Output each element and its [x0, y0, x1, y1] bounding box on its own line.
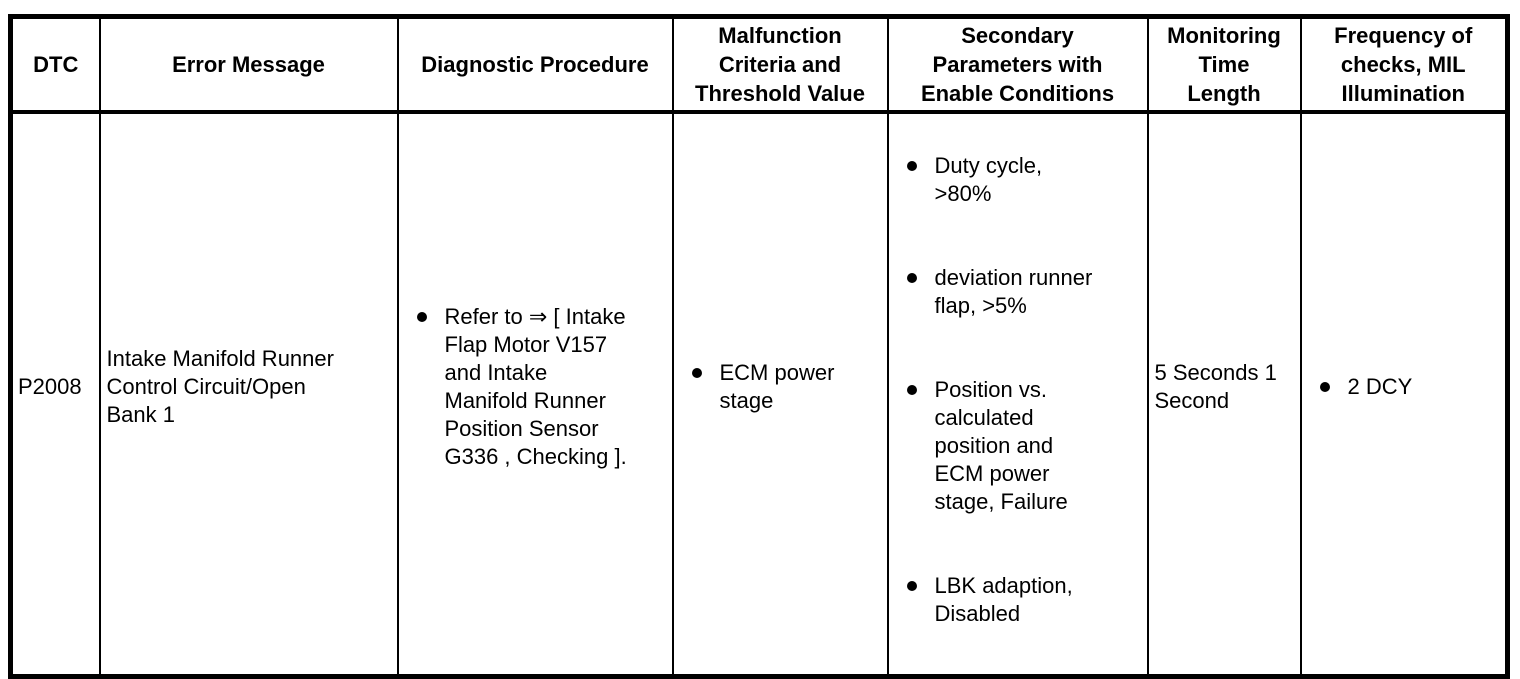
- secondary-parameter-text: Position vs. calculated position and ECM…: [934, 377, 1068, 514]
- cell-monitoring-time: 5 Seconds 1 Second: [1146, 111, 1302, 678]
- bullet-item: Refer to ⇒ [ Intake Flap Motor V157 and …: [405, 303, 666, 471]
- secondary-parameter-text: Duty cycle, >80%: [934, 153, 1043, 206]
- cell-frequency: 2 DCY: [1299, 111, 1509, 678]
- bullet-item: deviation runner flap, >5%: [895, 264, 1141, 320]
- bullet-icon: [906, 581, 917, 591]
- bullet-icon: [906, 273, 917, 283]
- bullet-icon: [691, 368, 702, 378]
- frequency-text: 2 DCY: [1347, 374, 1413, 399]
- secondary-parameter-text: LBK adaption, Disabled: [934, 573, 1073, 626]
- table-row: P2008 Intake Manifold Runner Control Cir…: [9, 111, 1509, 678]
- col-header-error-message: Error Message: [98, 15, 399, 114]
- bullet-item: 2 DCY: [1308, 373, 1500, 401]
- cell-malfunction-criteria: ECM power stage: [671, 111, 889, 678]
- cell-dtc: P2008: [9, 111, 101, 678]
- bullet-item: Position vs. calculated position and ECM…: [895, 376, 1141, 516]
- document-page: DTC Error Message Diagnostic Procedure M…: [8, 14, 1510, 679]
- cell-secondary-parameters: Duty cycle, >80% deviation runner flap, …: [886, 111, 1149, 678]
- col-header-monitoring-time: Monitoring Time Length: [1146, 15, 1302, 114]
- col-header-dtc: DTC: [9, 15, 101, 114]
- diagnostic-procedure-text: Refer to ⇒ [ Intake Flap Motor V157 and …: [444, 304, 627, 469]
- header-row: DTC Error Message Diagnostic Procedure M…: [9, 15, 1509, 114]
- bullet-item: ECM power stage: [680, 359, 881, 415]
- bullet-item: Duty cycle, >80%: [895, 152, 1141, 208]
- bullet-item: LBK adaption, Disabled: [895, 572, 1141, 628]
- col-header-secondary-parameters: Secondary Parameters with Enable Conditi…: [886, 15, 1149, 114]
- col-header-diagnostic-procedure: Diagnostic Procedure: [396, 15, 674, 114]
- col-header-frequency: Frequency of checks, MIL Illumination: [1299, 15, 1509, 114]
- dtc-table: DTC Error Message Diagnostic Procedure M…: [8, 14, 1510, 679]
- secondary-parameter-text: deviation runner flap, >5%: [934, 265, 1093, 318]
- cell-diagnostic-procedure: Refer to ⇒ [ Intake Flap Motor V157 and …: [396, 111, 674, 678]
- bullet-icon: [416, 312, 427, 322]
- bullet-icon: [1319, 382, 1330, 392]
- cell-error-message: Intake Manifold Runner Control Circuit/O…: [98, 111, 399, 678]
- bullet-icon: [906, 385, 917, 395]
- malfunction-criteria-text: ECM power stage: [719, 360, 835, 413]
- bullet-icon: [906, 161, 917, 171]
- col-header-malfunction-criteria: Malfunction Criteria and Threshold Value: [671, 15, 889, 114]
